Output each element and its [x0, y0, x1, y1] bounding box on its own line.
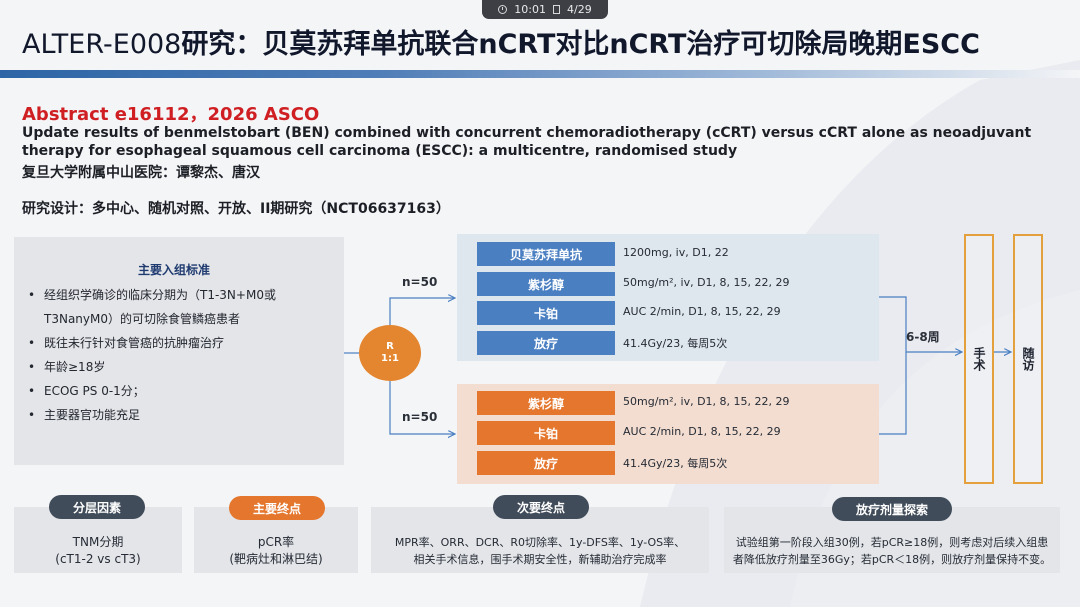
drug-label: 贝莫苏拜单抗 [477, 242, 615, 266]
criteria-item: 经组织学确诊的临床分期为（T1-3N+M0或T3NanyM0）的可切除食管鳞癌患… [28, 283, 328, 331]
stratification-pill: 分层因素 [49, 495, 145, 519]
title-study: ALTER-E008 [22, 29, 182, 60]
status-time: 10:01 [514, 3, 546, 16]
clock-icon [498, 5, 508, 14]
drug-label: 放疗 [477, 331, 615, 355]
surgery-label: 手术 [972, 347, 986, 371]
primary-endpoint-pill: 主要终点 [229, 496, 325, 520]
study-summary: Update results of benmelstobart (BEN) co… [22, 125, 1032, 159]
stratification-line1: TNM分期 [72, 535, 124, 549]
criteria-heading: 主要入组标准 [137, 263, 210, 277]
secondary-endpoint-pill: 次要终点 [493, 495, 589, 519]
criteria-item: 年龄≥18岁 [28, 355, 328, 379]
dose-text: 41.4Gy/23, 每周5次 [623, 457, 728, 470]
arm-bottom-n: n=50 [402, 410, 438, 424]
dose-exploration-line1: 试验组第一阶段入组30例，若pCR≥18例，则考虑对后续入组患 [735, 536, 1049, 549]
dose-exploration-line2: 者降低放疗剂量至36Gy；若pCR＜18例，则放疗剂量保持不变。 [732, 553, 1052, 566]
dose-text: AUC 2/min, D1, 8, 15, 22, 29 [623, 425, 781, 438]
dose-text: 41.4Gy/23, 每周5次 [623, 337, 728, 350]
randomization-ratio: 1:1 [381, 353, 399, 364]
secondary-endpoint-line1: MPR率、ORR、DCR、R0切除率、1y-DFS率、1y-OS率、 [394, 536, 686, 549]
surgery-box: 手术 [964, 234, 994, 484]
title-underline [0, 70, 1080, 78]
stratification-line2: (cT1-2 vs cT3) [55, 552, 141, 566]
criteria-item: 主要器官功能充足 [28, 403, 328, 427]
slide-title: ALTER-E008研究：贝莫苏拜单抗联合nCRT对比nCRT治疗可切除局晚期E… [22, 22, 980, 61]
title-rest: 研究：贝莫苏拜单抗联合nCRT对比nCRT治疗可切除局晚期ESCC [181, 29, 980, 60]
dose-text: AUC 2/min, D1, 8, 15, 22, 29 [623, 305, 781, 318]
drug-label: 紫杉醇 [477, 272, 615, 296]
secondary-endpoint-line2: 相关手术信息，围手术期安全性，新辅助治疗完成率 [413, 553, 667, 566]
page-icon [553, 5, 560, 14]
status-bar: 10:01 4/29 [482, 0, 608, 19]
primary-endpoint-line1: pCR率 [257, 535, 295, 549]
primary-endpoint-line2: (靶病灶和淋巴结) [229, 552, 323, 566]
followup-label: 随访 [1021, 347, 1035, 371]
followup-box: 随访 [1013, 234, 1043, 484]
criteria-item: ECOG PS 0-1分； [28, 379, 328, 403]
hospital-authors: 复旦大学附属中山医院：谭黎杰、唐汉 [22, 165, 260, 181]
drug-label: 卡铂 [477, 301, 615, 325]
drug-label: 放疗 [477, 451, 615, 475]
interval-label: 6-8周 [906, 330, 940, 344]
study-design: 研究设计：多中心、随机对照、开放、II期研究（NCT06637163） [22, 201, 450, 217]
inclusion-criteria-panel: 主要入组标准 经组织学确诊的临床分期为（T1-3N+M0或T3NanyM0）的可… [14, 237, 344, 465]
abstract-label: Abstract e16112，2026 ASCO [22, 104, 320, 125]
drug-label: 卡铂 [477, 421, 615, 445]
randomization-circle: R 1:1 [359, 325, 421, 381]
drug-label: 紫杉醇 [477, 391, 615, 415]
criteria-list: 经组织学确诊的临床分期为（T1-3N+M0或T3NanyM0）的可切除食管鳞癌患… [28, 283, 328, 427]
dose-text: 50mg/m², iv, D1, 8, 15, 22, 29 [623, 395, 790, 408]
arm-top-n: n=50 [402, 275, 438, 289]
dose-text: 1200mg, iv, D1, 22 [623, 246, 729, 259]
randomization-label: R [386, 341, 394, 352]
dose-exploration-pill: 放疗剂量探索 [832, 497, 952, 521]
dose-text: 50mg/m², iv, D1, 8, 15, 22, 29 [623, 276, 790, 289]
status-page: 4/29 [567, 3, 592, 16]
criteria-item: 既往未行针对食管癌的抗肿瘤治疗 [28, 331, 328, 355]
